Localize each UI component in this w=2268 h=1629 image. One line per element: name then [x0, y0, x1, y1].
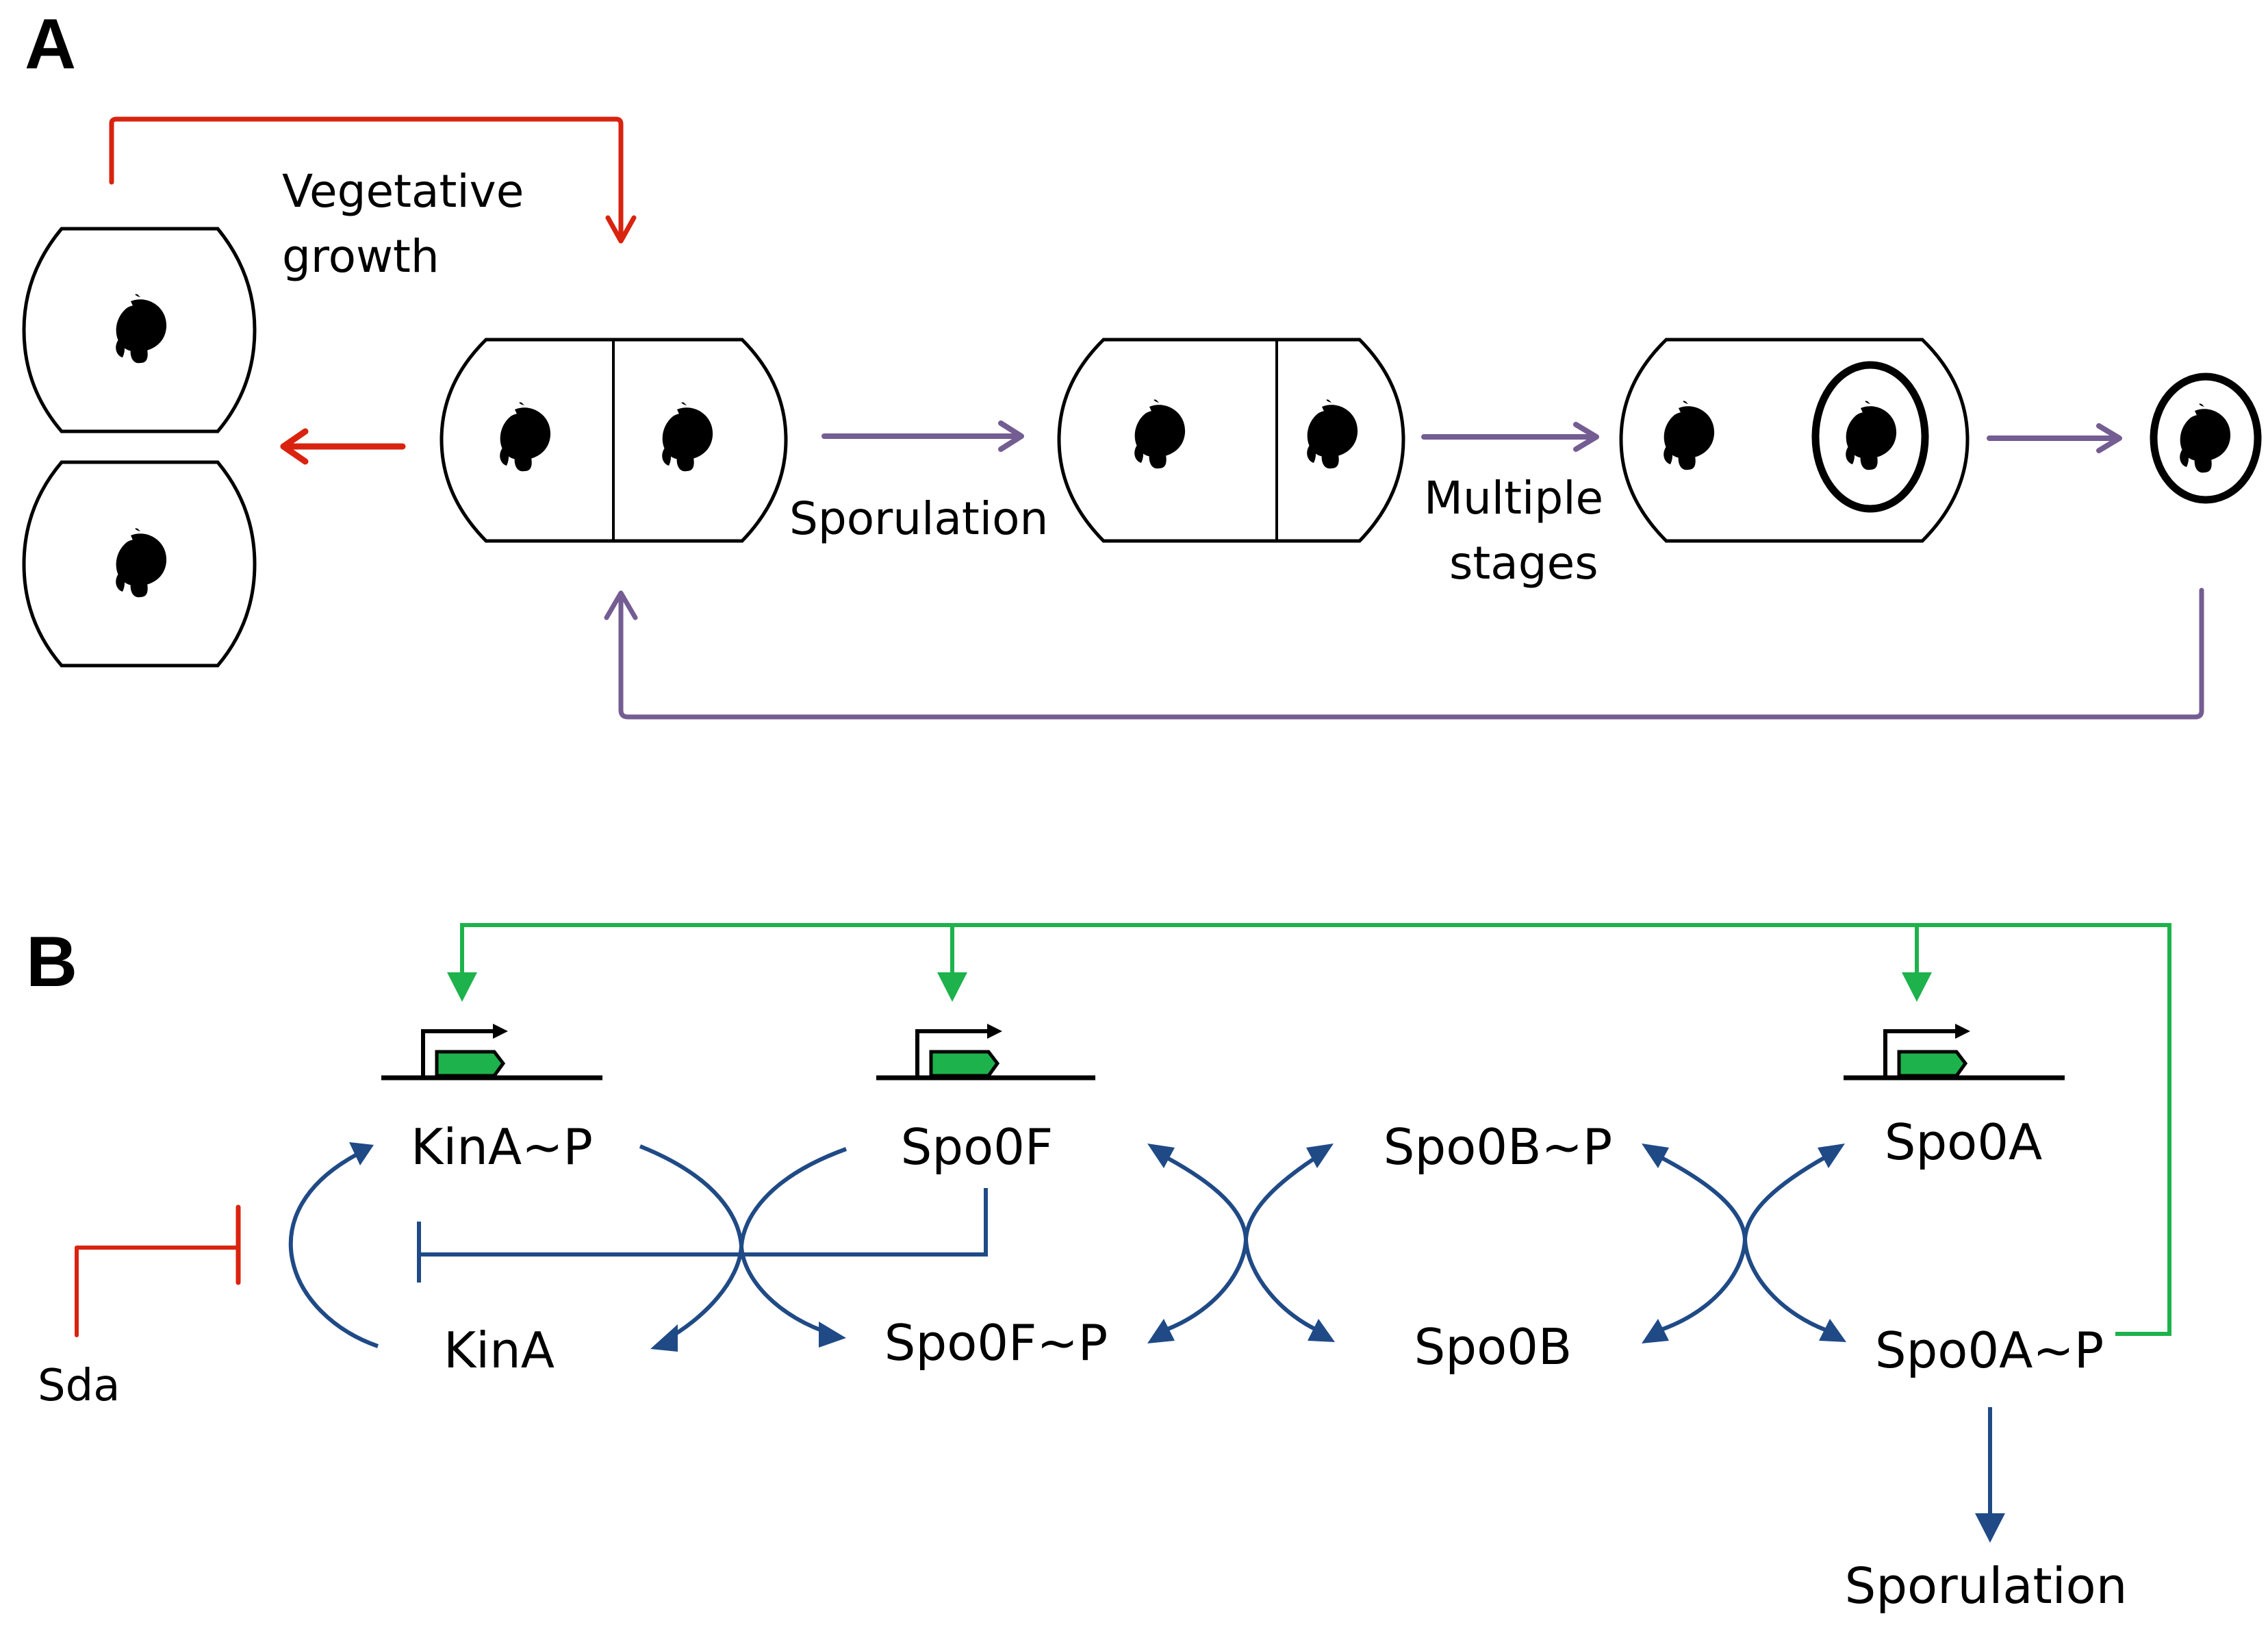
- mature-spore: [2150, 372, 2262, 504]
- node-spo0b-p: Spo0B~P: [1384, 1118, 1612, 1176]
- node-kina-p: KinA~P: [411, 1118, 593, 1176]
- vegetative-loop-arrowhead-icon: [605, 215, 637, 244]
- daughter-cell-top: [22, 227, 257, 433]
- arrowhead-icon: [1975, 1513, 2005, 1543]
- arrowhead-icon: [1642, 1319, 1669, 1343]
- arrowhead-icon: [349, 1142, 374, 1165]
- phosphotransfer-spo0f-spo0b: [1147, 1144, 1335, 1343]
- sporulation-label: Sporulation: [789, 492, 1048, 545]
- panel-b-label: B: [26, 922, 77, 1002]
- arrowhead-icon: [650, 1324, 678, 1352]
- spore-release-arrow: [1987, 423, 2122, 453]
- asymmetric-septum-cell: [1057, 338, 1405, 543]
- germination-return-arrow: [618, 588, 2204, 720]
- vegetative-label-line2: growth: [282, 230, 439, 283]
- arrowhead-icon: [1306, 1144, 1334, 1168]
- node-spo0f: Spo0F: [901, 1118, 1054, 1176]
- feedback-arrowhead-icon: [447, 972, 477, 1002]
- gene-spo0f-icon: [876, 1024, 1095, 1081]
- vegetative-label-line1: Vegetative: [282, 165, 524, 218]
- arrowhead-icon: [1308, 1319, 1335, 1342]
- division-arrowhead-icon: [280, 428, 309, 465]
- kina-autophosphorylation-arrow: [288, 1151, 379, 1348]
- arrowhead-icon: [1818, 1144, 1845, 1168]
- spo0f-inhibition-line: [419, 1188, 988, 1257]
- germination-arrowhead-icon: [604, 590, 638, 620]
- panel-a-label: A: [25, 5, 76, 84]
- node-spo0a: Spo0A: [1885, 1113, 2043, 1171]
- arrowhead-icon: [819, 1322, 846, 1348]
- panel-a: A Vegetative growth Sporulation: [22, 5, 2262, 720]
- node-spo0f-p: Spo0F~P: [884, 1314, 1108, 1372]
- feedback-arrowhead-icon: [937, 972, 967, 1002]
- multiple-stages-label-line2: stages: [1449, 537, 1598, 590]
- node-spo0b: Spo0B: [1414, 1318, 1572, 1376]
- sporulation-arrow: [821, 420, 1024, 452]
- vegetative-loop-arrow: [109, 116, 624, 242]
- panel-b: B KinA~P Spo0F Spo0B~P: [26, 922, 2171, 1615]
- phosphotransfer-spo0b-spo0a: [1642, 1144, 1846, 1343]
- arrowhead-icon: [1147, 1319, 1175, 1343]
- node-kina: KinA: [444, 1322, 555, 1379]
- node-sda: Sda: [38, 1361, 120, 1411]
- gene-spo0a-icon: [1844, 1024, 2065, 1081]
- arrowhead-icon: [1147, 1144, 1175, 1168]
- arrowhead-icon: [1642, 1144, 1669, 1168]
- gene-kina-icon: [381, 1024, 602, 1081]
- spo0a-p-feedback-line: [460, 923, 2171, 1336]
- dividing-cell: [439, 338, 788, 543]
- arrowhead-icon: [1819, 1319, 1846, 1342]
- multiple-stages-arrow: [1421, 422, 1599, 452]
- feedback-arrowhead-icon: [1902, 972, 1932, 1002]
- phosphotransfer-kina-spo0f: [639, 1144, 848, 1352]
- multiple-stages-label-line1: Multiple: [1424, 472, 1603, 525]
- output-sporulation: Sporulation: [1845, 1557, 2128, 1615]
- sda-inhibition-line: [75, 1246, 240, 1337]
- engulfed-forespore-cell: [1619, 338, 1970, 543]
- daughter-cell-bottom: [22, 460, 257, 668]
- node-spo0a-p: Spo0A~P: [1875, 1322, 2104, 1379]
